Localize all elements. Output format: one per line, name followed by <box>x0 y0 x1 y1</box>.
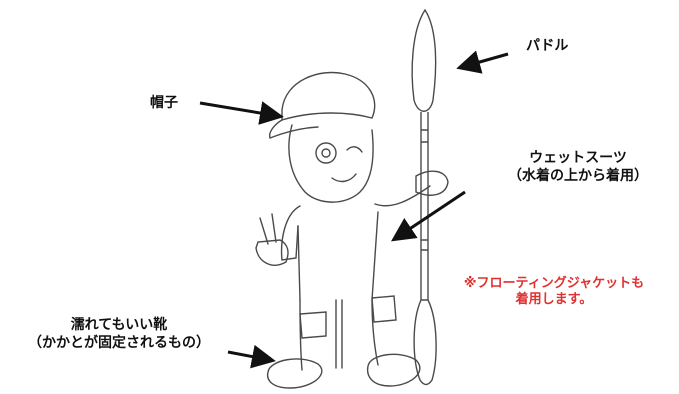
label-wetsuit-line2: （水着の上から着用） <box>508 167 648 184</box>
arrow-to-wetsuit <box>391 190 466 242</box>
label-floating-line2: 着用します。 <box>515 292 593 308</box>
label-hat: 帽子 <box>150 95 178 111</box>
arrow-to-shoes <box>227 344 276 369</box>
arrows <box>199 50 509 369</box>
label-wetsuit: ウェットスーツ （水着の上から着用） <box>483 150 673 185</box>
label-wetsuit-line1: ウェットスーツ <box>529 150 627 166</box>
label-shoes-line2: （かかとが固定されるもの） <box>28 334 210 351</box>
label-floating-line1: ※フローティングジャケットも <box>463 276 645 291</box>
label-shoes-line1: 濡れてもいい靴 <box>70 317 168 333</box>
arrow-to-hat <box>199 101 284 125</box>
arrow-to-paddle <box>456 50 509 74</box>
label-paddle: パドル <box>526 38 569 54</box>
label-floating-jacket-note: ※フローティングジャケットも 着用します。 <box>440 276 668 309</box>
paddle-drawing <box>411 8 437 386</box>
label-shoes: 濡れてもいい靴 （かかとが固定されるもの） <box>0 317 238 352</box>
boy-illustration <box>255 71 449 389</box>
